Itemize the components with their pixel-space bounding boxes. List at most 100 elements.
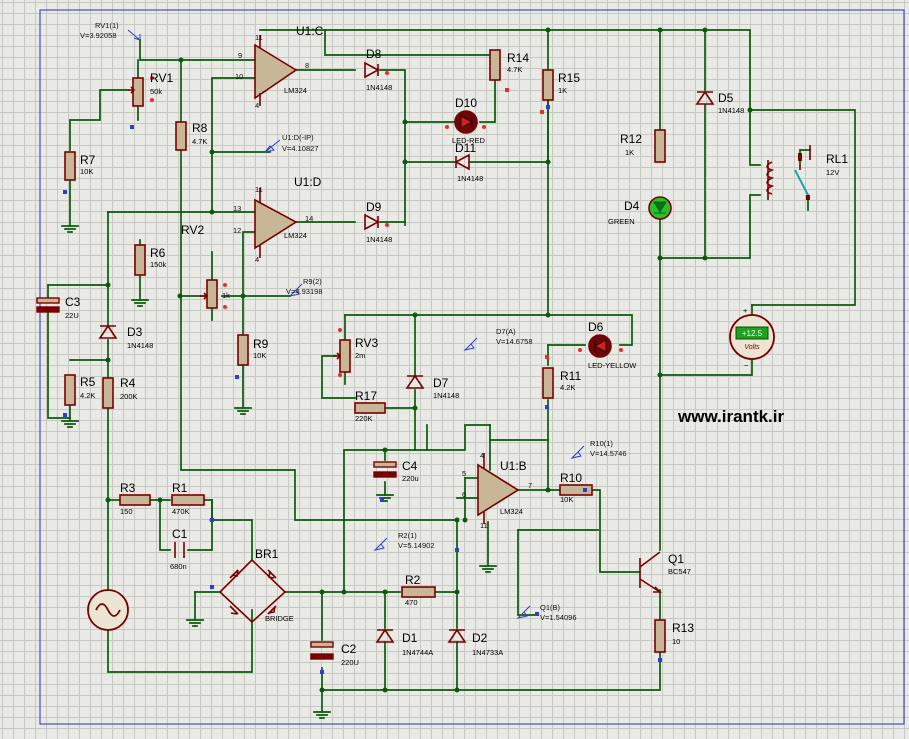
opamp-u1b-pin5: 5 xyxy=(462,469,466,478)
capacitor-c3-name: C3 xyxy=(65,295,81,309)
probe-u1d[interactable]: U1:D(-IP) V=4.10827 xyxy=(263,133,319,153)
opamp-u1d[interactable]: 13 12 14 11 4 U1:D LM324 xyxy=(233,175,322,264)
probe-q1[interactable]: Q1(B) V=1.54096 xyxy=(516,603,577,622)
voltmeter-reading: +12.5 xyxy=(742,329,763,338)
resistor-r12-name: R12 xyxy=(620,132,642,146)
resistor-r13[interactable]: R13 10 xyxy=(654,619,694,653)
capacitor-c1-name: C1 xyxy=(172,527,188,541)
voltmeter[interactable]: +12.5 Volts + − xyxy=(729,306,775,370)
potentiometer-rv2[interactable]: RV2 1k xyxy=(181,223,230,309)
probe-r9-label: R9(2) xyxy=(303,277,322,286)
resistor-r4[interactable]: R4 200K xyxy=(102,376,138,409)
led-d6[interactable]: D6 LED-YELLOW xyxy=(578,320,637,370)
opamp-u1d-name: U1:D xyxy=(294,175,322,189)
opamp-u1b-part: LM324 xyxy=(500,507,523,516)
resistor-r8-name: R8 xyxy=(192,121,208,135)
probe-r10[interactable]: R10(1) V=14.5746 xyxy=(570,439,627,459)
resistor-r7[interactable]: R7 10K xyxy=(64,151,96,181)
resistor-r11-name: R11 xyxy=(560,369,581,383)
opamp-u1b[interactable]: 5 6 7 4 11 U1:B LM324 xyxy=(462,451,532,530)
resistor-r5-name: R5 xyxy=(80,375,96,389)
opamp-u1c[interactable]: − 9 10 8 11 4 U1:C LM324 xyxy=(235,24,324,110)
resistor-r14[interactable]: R14 4.7K xyxy=(489,49,529,81)
probe-q1-label: Q1(B) xyxy=(540,603,561,612)
diode-d5[interactable]: D5 1N4148 xyxy=(695,90,744,115)
probe-d7[interactable]: D7(A) V=14.6758 xyxy=(463,327,533,351)
resistor-r8[interactable]: R8 4.7K xyxy=(175,121,208,151)
led-d4[interactable]: D4 GREEN xyxy=(608,196,672,226)
resistor-r1-name: R1 xyxy=(172,481,188,495)
opamp-u1b-pin4: 4 xyxy=(480,451,484,460)
resistor-r3-value: 150 xyxy=(120,507,133,516)
diode-d5-name: D5 xyxy=(718,91,734,105)
resistor-r4-name: R4 xyxy=(120,376,136,390)
led-d4-name: D4 xyxy=(624,199,640,213)
resistor-r17-value: 220K xyxy=(355,414,373,423)
potentiometer-rv3[interactable]: RV3 2m xyxy=(333,328,378,377)
capacitor-c2[interactable]: C2 220U xyxy=(310,641,359,667)
diode-d3[interactable]: D3 1N4148 xyxy=(98,324,153,350)
diode-d11[interactable]: D11 1N4148 xyxy=(454,141,483,183)
resistor-r1[interactable]: R1 470K xyxy=(171,481,205,516)
voltmeter-unit: Volts xyxy=(744,344,760,351)
probe-u1d-label: U1:D(-IP) xyxy=(282,133,314,142)
capacitor-c4[interactable]: C4 220u xyxy=(373,459,419,483)
voltmeter-plus: + xyxy=(743,306,748,315)
potentiometer-rv2-name: RV2 xyxy=(181,223,204,237)
resistor-r6-value: 150k xyxy=(150,260,167,269)
resistor-r11[interactable]: R11 4.2K xyxy=(542,367,581,399)
resistor-r2[interactable]: R2 470 xyxy=(401,573,436,607)
capacitor-c4-value: 220u xyxy=(402,474,419,483)
diode-d3-value: 1N4148 xyxy=(127,341,153,350)
resistor-r17[interactable]: R17 220K xyxy=(354,389,386,423)
bridge-br1[interactable]: BR1 BRIDGE xyxy=(218,547,294,624)
resistor-r5[interactable]: R5 4.2K xyxy=(64,374,96,406)
resistor-r9[interactable]: R9 10K xyxy=(237,334,269,366)
resistor-r2-name: R2 xyxy=(405,573,421,587)
diode-d2[interactable]: D2 1N4733A xyxy=(447,628,503,657)
probe-r9[interactable]: R9(2) V=4.93198 xyxy=(286,277,323,297)
resistor-r12[interactable]: R12 1K xyxy=(620,129,666,163)
diode-d7[interactable]: D7 1N4148 xyxy=(405,374,459,400)
diode-d8-name: D8 xyxy=(366,47,382,61)
led-d4-value: GREEN xyxy=(608,217,635,226)
relay-rl1-name: RL1 xyxy=(826,152,848,166)
diode-d8[interactable]: D8 1N4148 xyxy=(364,47,392,92)
resistor-r10[interactable]: R10 10K xyxy=(559,471,593,504)
resistor-r3[interactable]: R3 150 xyxy=(119,481,151,516)
potentiometer-rv1[interactable]: RV1 50k xyxy=(128,71,173,107)
diode-d7-name: D7 xyxy=(433,376,449,390)
svg-text:−: − xyxy=(262,89,266,96)
voltmeter-minus: − xyxy=(744,361,749,370)
resistor-r10-name: R10 xyxy=(560,471,582,485)
relay-rl1[interactable]: RL1 12V xyxy=(766,145,848,200)
opamp-u1d-pin11: 11 xyxy=(255,185,263,194)
probe-d7-value: V=14.6758 xyxy=(496,337,533,346)
probe-rv1-value: V=3.92058 xyxy=(80,31,117,40)
diode-d9[interactable]: D9 1N4148 xyxy=(364,200,392,244)
resistor-r15-name: R15 xyxy=(558,71,580,85)
diode-d1[interactable]: D1 1N4744A xyxy=(375,628,433,657)
resistor-r8-value: 4.7K xyxy=(192,137,207,146)
diode-d9-value: 1N4148 xyxy=(366,235,392,244)
resistor-r15[interactable]: R15 1K xyxy=(542,69,580,101)
diode-d1-name: D1 xyxy=(402,631,418,645)
transistor-q1[interactable]: Q1 BC547 xyxy=(639,551,691,593)
diode-d5-value: 1N4148 xyxy=(718,106,744,115)
opamp-u1b-pin11: 11 xyxy=(480,521,488,530)
opamp-u1c-part: LM324 xyxy=(284,86,307,95)
ac-source[interactable] xyxy=(87,589,129,631)
resistor-r6[interactable]: R6 150k xyxy=(134,244,167,276)
probe-rv1[interactable]: RV1(1) V=3.92058 xyxy=(80,21,141,41)
opamp-u1c-pin8: 8 xyxy=(305,61,309,70)
capacitor-c3[interactable]: C3 22U xyxy=(36,295,81,320)
resistor-r17-name: R17 xyxy=(355,389,377,403)
capacitor-c2-value: 220U xyxy=(341,658,359,667)
resistor-r2-value: 470 xyxy=(405,598,418,607)
capacitor-c1[interactable]: C1 680n xyxy=(170,527,188,571)
led-d10[interactable]: D10 LED-RED xyxy=(445,96,486,145)
probe-r2[interactable]: R2(1) V=5.14902 xyxy=(373,531,435,551)
probe-rv1-label: RV1(1) xyxy=(95,21,119,30)
